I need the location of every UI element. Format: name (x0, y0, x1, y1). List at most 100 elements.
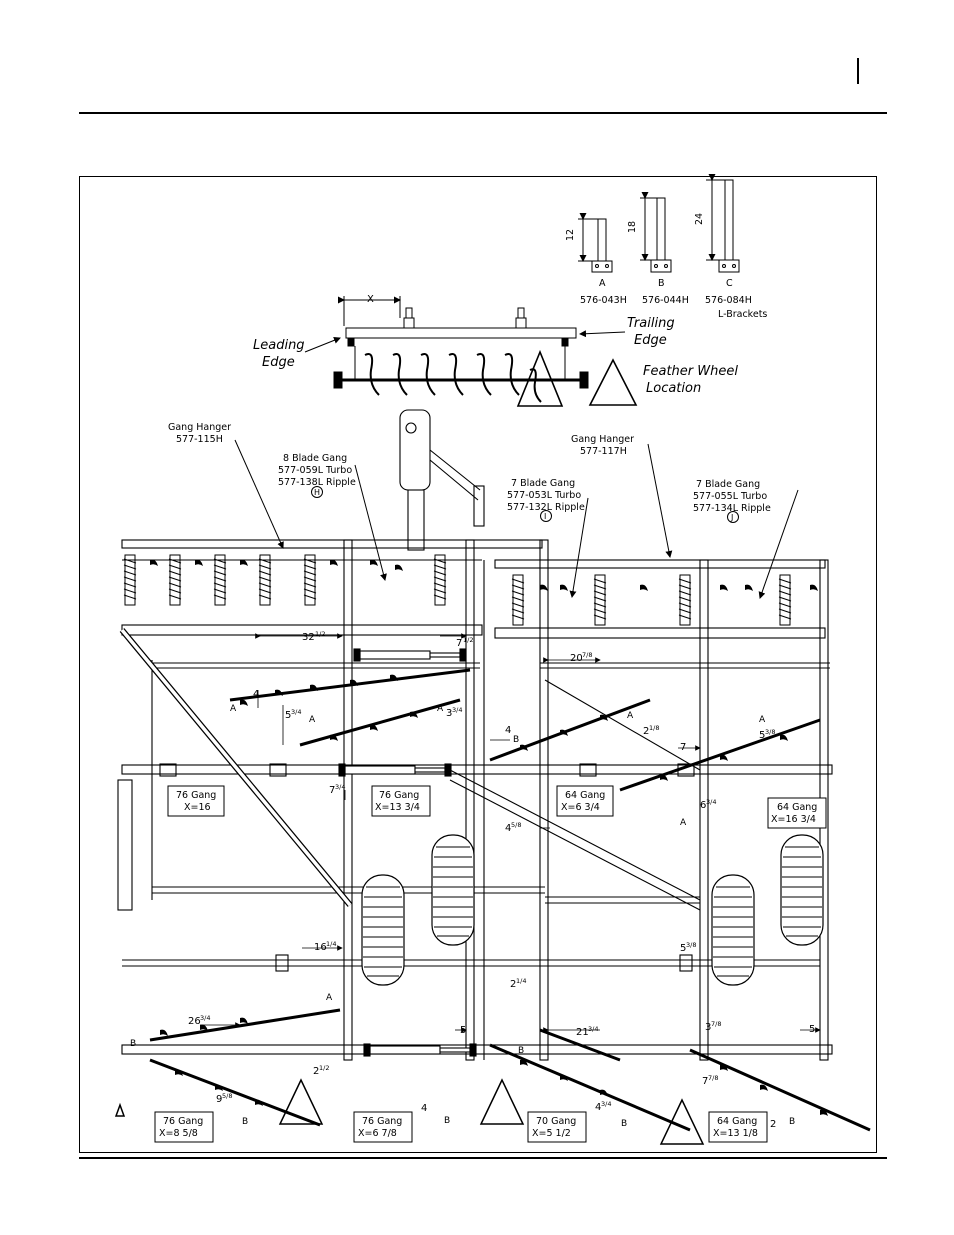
dim-7b: 7 (680, 742, 686, 753)
dim-4b: 4 (505, 725, 511, 736)
callout-7-blade-i-l3: 577-132L Ripple (507, 502, 585, 513)
dim-21-frac: 3/4 (588, 1025, 598, 1033)
dim-3-frac: 3/4 (452, 706, 462, 714)
pos-b-5: B (621, 1119, 627, 1129)
feather-wheel-symbol (588, 358, 638, 406)
dim-4a: 4 (253, 689, 259, 700)
callout-7-blade-i-id: I (544, 512, 546, 521)
gang-box-3-l1: 64 Gang (565, 790, 605, 801)
feather-wheel-line1: Feather Wheel (643, 364, 738, 379)
dim-2b-frac: 1/4 (516, 977, 526, 985)
pos-b-7: B (518, 1046, 524, 1056)
gang-box-6-l2: X=6 7/8 (358, 1128, 397, 1139)
callout-7-blade-i-l1: 7 Blade Gang (511, 478, 575, 489)
gang-box-5-l2: X=8 5/8 (159, 1128, 198, 1139)
dim-9-frac: 5/8 (222, 1092, 232, 1100)
header-rule (79, 112, 887, 114)
pos-a-1: A (230, 704, 237, 714)
bracket-a-part: 576-043H (580, 295, 627, 306)
gang-box-4-l2: X=16 3/4 (771, 814, 816, 825)
dim-6: 6 (700, 800, 706, 811)
pos-b-3: B (242, 1117, 248, 1127)
dim-7d: 7 (702, 1076, 708, 1087)
dim-9: 9 (216, 1094, 222, 1105)
pos-a-4: A (627, 711, 634, 721)
gang-box-frame (767, 797, 827, 829)
pos-b-6: B (789, 1117, 795, 1127)
callout-leader (758, 489, 799, 599)
callout-8-blade-l1: 8 Blade Gang (283, 453, 347, 464)
callout-gang-hanger-115-l1: Gang Hanger (168, 422, 231, 433)
dim-5b: 5 (759, 730, 765, 741)
dim-20: 20 (570, 653, 583, 664)
dim-4c: 4 (505, 823, 511, 834)
gang-box-7-l1: 70 Gang (536, 1116, 576, 1127)
dim-5-frac: 3/4 (291, 708, 301, 716)
dim-7c: 7 (329, 785, 335, 796)
gang-box-frame (556, 785, 614, 817)
gang-box-frame (353, 1111, 413, 1143)
gang-box-group: 76 Gang X=16 76 Gang X=13 3/4 64 Gang X=… (154, 785, 827, 1143)
gang-box-3-l2: X=6 3/4 (561, 802, 600, 813)
implement-frame (117, 409, 871, 1132)
pos-a-7: A (326, 993, 333, 1003)
dim-26-frac: 3/4 (200, 1014, 210, 1022)
gang-box-8-l2: X=13 1/8 (713, 1128, 758, 1139)
gang-box-1-l1: 76 Gang (176, 790, 216, 801)
dim-2d: 2 (770, 1119, 776, 1130)
gang-box-7-l2: X=5 1/2 (532, 1128, 571, 1139)
callout-7-blade-j-circle (727, 511, 739, 523)
dim-7a-frac: 1/2 (463, 636, 473, 644)
bracket-c-letter: C (726, 278, 733, 289)
callout-7-blade-j-id: J (730, 513, 733, 522)
bracket-caption: L-Brackets (718, 309, 767, 320)
feather-wheel-line2: Location (646, 381, 701, 396)
dim-2a: 2 (643, 726, 649, 737)
gang-box-frame (527, 1111, 587, 1143)
pos-a-5: A (759, 715, 766, 725)
dim-4e: 4 (595, 1102, 601, 1113)
leading-edge-line1: Leading (253, 338, 305, 353)
gang-box-2-l1: 76 Gang (379, 790, 419, 801)
l-bracket-c (706, 174, 740, 273)
bracket-b-letter: B (658, 278, 665, 289)
callout-7-blade-i-circle (540, 510, 552, 522)
callout-leader (569, 497, 589, 598)
pos-b-4: B (444, 1116, 450, 1126)
gang-box-8-l1: 64 Gang (717, 1116, 757, 1127)
header-tab-mark (857, 58, 859, 84)
figure-frame (79, 176, 877, 1153)
dim-16-frac: 1/4 (326, 940, 336, 948)
callout-8-blade-id: H (314, 488, 320, 497)
callout-8-blade-circle (311, 486, 323, 498)
gang-box-frame (154, 1111, 214, 1143)
callout-gang-hanger-117-l2: 577-117H (580, 446, 627, 457)
bracket-a-height: 12 (565, 229, 576, 241)
toolbar-gang-assemblies (123, 554, 828, 1116)
gang-box-2-l2: X=13 3/4 (375, 802, 420, 813)
gang-box-frame (167, 785, 225, 817)
dim-4c-frac: 5/8 (511, 821, 521, 829)
bracket-c-part: 576-084H (705, 295, 752, 306)
bracket-a-letter: A (599, 278, 606, 289)
trailing-edge-line2: Edge (634, 333, 667, 348)
gang-box-6-l1: 76 Gang (362, 1116, 402, 1127)
dim-5e: 5 (809, 1024, 815, 1035)
callout-7-blade-i-l2: 577-053L Turbo (507, 490, 581, 501)
dim-2a-frac: 1/8 (649, 724, 659, 732)
dim-7c-frac: 3/4 (335, 783, 345, 791)
dim-2b: 2 (510, 979, 516, 990)
dim-3b: 3 (705, 1022, 711, 1033)
gang-box-frame (371, 785, 431, 817)
left-rear-tire (431, 834, 475, 946)
gang-detail (333, 296, 589, 407)
dim-21: 21 (576, 1027, 589, 1038)
dim-20-frac: 7/8 (582, 651, 592, 659)
dim-6-frac: 3/4 (706, 798, 716, 806)
dim-4e-frac: 3/4 (601, 1100, 611, 1108)
gang-box-4-l1: 64 Gang (777, 802, 817, 813)
trailing-edge-arrow (579, 330, 626, 338)
dim-5c: 5 (680, 943, 686, 954)
pos-a-3: A (437, 704, 444, 714)
